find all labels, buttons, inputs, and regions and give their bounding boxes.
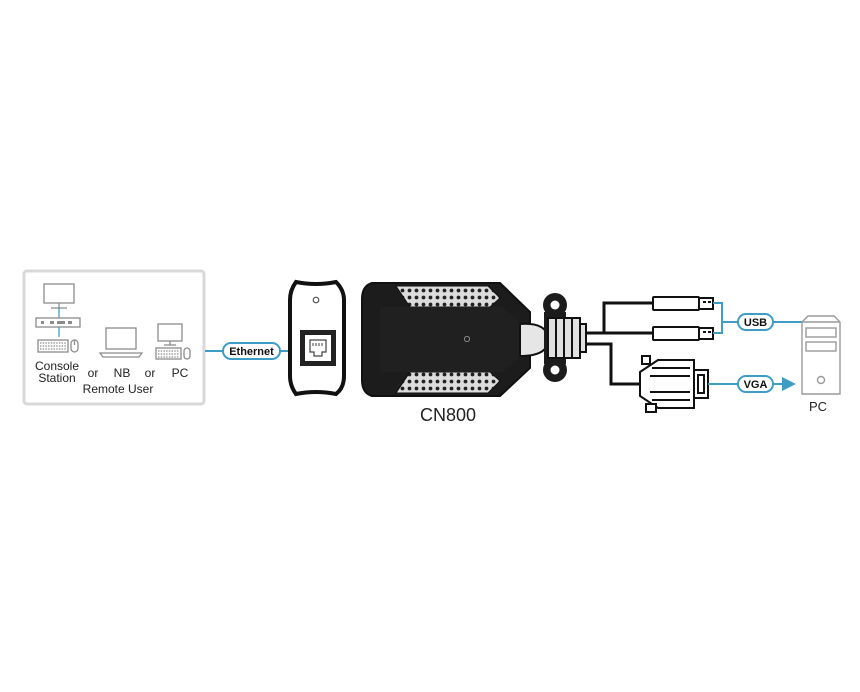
usb-plug-icon-1: [652, 296, 714, 311]
body-led-icon: [463, 335, 471, 343]
vga-plug-icon: [639, 355, 709, 413]
vga-arrow-icon: [782, 377, 796, 391]
cn800-main-body: [361, 282, 550, 397]
console-station-label-line1: Console: [35, 359, 79, 373]
target-pc-tower-icon: [801, 315, 841, 395]
notebook-icon: [98, 327, 144, 358]
usb-plug-icon-2: [652, 326, 714, 341]
cn800-cables: [586, 301, 653, 386]
desktop-pc-icon: [155, 323, 191, 360]
usb-badge: [737, 313, 774, 331]
target-pc-label: PC: [809, 399, 827, 414]
console-station-label-line2: Station: [38, 371, 75, 385]
rj45-port-icon: [300, 330, 336, 366]
ethernet-cable: Ethernet: [205, 342, 313, 360]
cn800-connector-head: [543, 293, 587, 382]
ethernet-badge: [222, 342, 281, 360]
usb-label: USB: [744, 317, 767, 329]
or-label-2: or: [145, 366, 156, 380]
device-name-label: CN800: [420, 405, 476, 425]
nb-label: NB: [114, 366, 131, 380]
status-led-icon: [312, 296, 320, 304]
vga-label: VGA: [744, 379, 768, 391]
pc-label-remote: PC: [172, 366, 189, 380]
vga-badge: [737, 375, 774, 393]
or-label-1: or: [88, 366, 99, 380]
console-station-icon: [35, 283, 81, 353]
ethernet-label: Ethernet: [229, 346, 274, 358]
cn800-side-view: [288, 279, 346, 397]
remote-user-label: Remote User: [83, 382, 154, 396]
remote-user-group: Console Station or NB or PC Remote User: [22, 269, 206, 406]
